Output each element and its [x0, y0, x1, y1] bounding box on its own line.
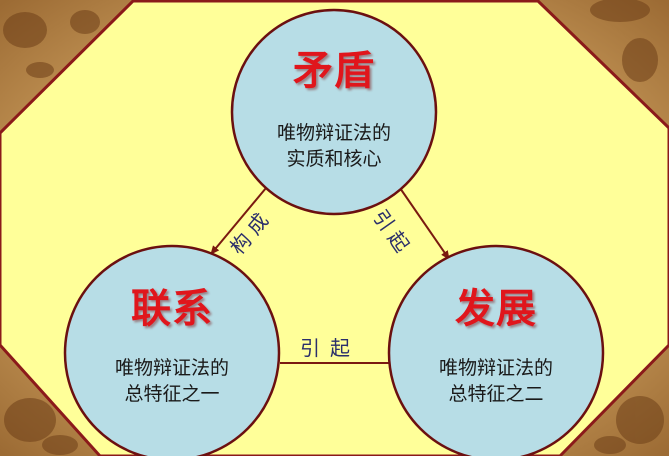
- node-circle-connection: [63, 244, 281, 456]
- arrow-top-to-left: [210, 187, 267, 255]
- parchment-stains: [3, 0, 664, 455]
- arrow-top-to-right: [399, 187, 450, 260]
- edge-label-causes-bottom: 引起: [300, 336, 360, 360]
- node-circle-development: [387, 244, 605, 456]
- node-circle-contradiction: [230, 8, 438, 216]
